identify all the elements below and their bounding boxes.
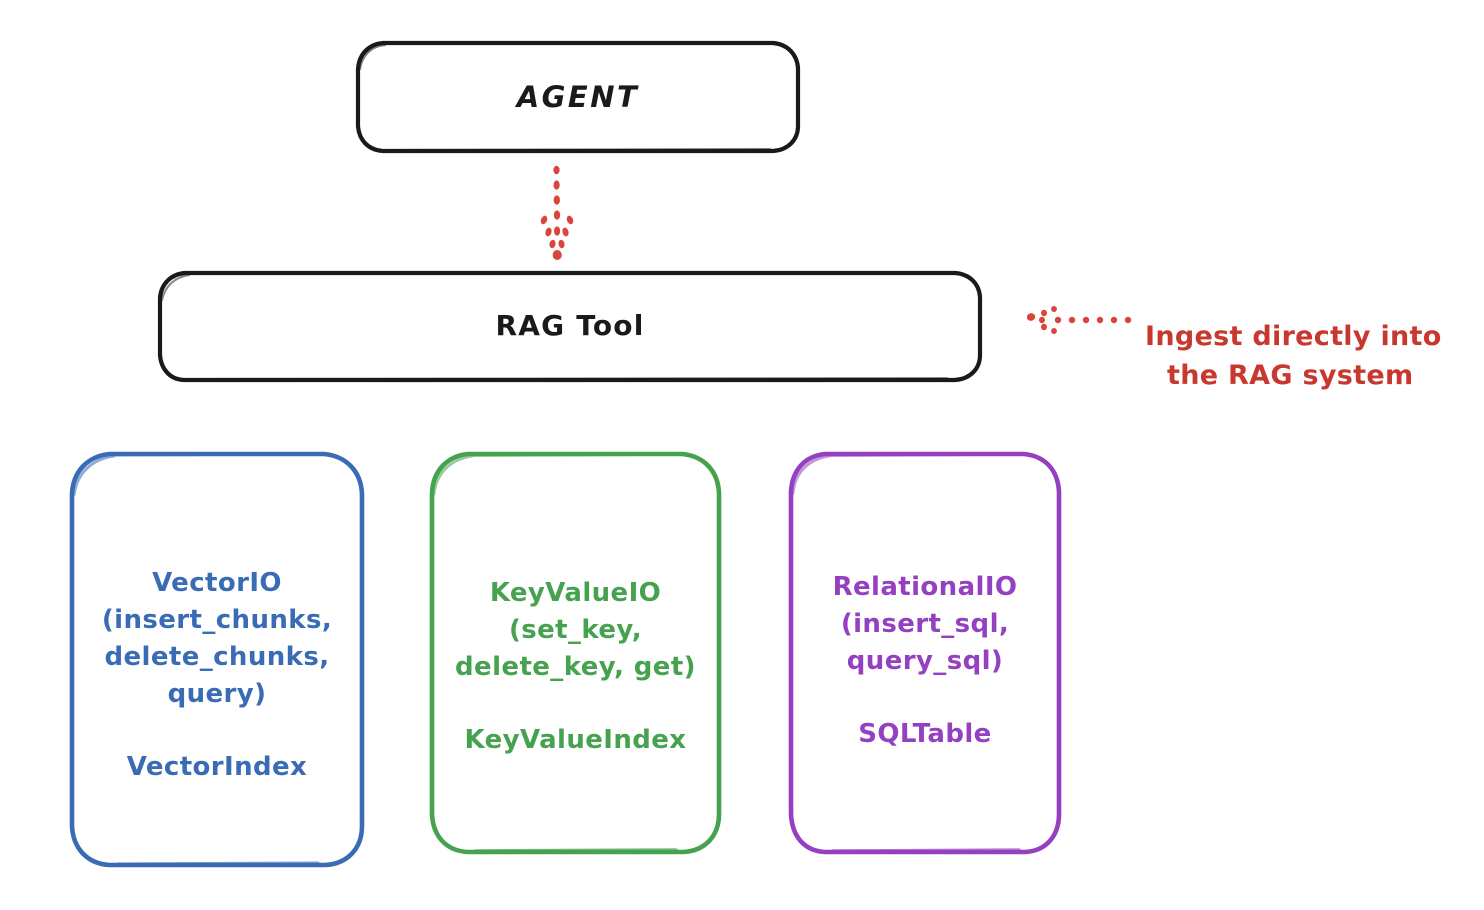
agent-node-outline bbox=[355, 40, 801, 154]
ingest-annotation: Ingest directly into the RAG system bbox=[1145, 280, 1475, 433]
relational-io-label: RelationalIO (insert_sql, query_sql) SQL… bbox=[832, 571, 1018, 750]
ingest-annotation-line-2: the RAG system bbox=[1167, 359, 1414, 391]
agent-node[interactable]: AGENT bbox=[355, 40, 801, 154]
ingest-note-arrow bbox=[1026, 306, 1132, 334]
key-value-io-node[interactable]: KeyValueIO (set_key, delete_key, get) Ke… bbox=[428, 450, 723, 856]
relational-io-node[interactable]: RelationalIO (insert_sql, query_sql) SQL… bbox=[787, 450, 1063, 856]
rag-tool-node[interactable]: RAG Tool bbox=[157, 270, 983, 383]
vector-io-node[interactable]: VectorIO (insert_chunks, delete_chunks, … bbox=[68, 450, 366, 869]
key-value-io-node-outline bbox=[429, 451, 722, 855]
key-value-io-label: KeyValueIO (set_key, delete_key, get) Ke… bbox=[455, 577, 696, 756]
ingest-annotation-line-1: Ingest directly into bbox=[1145, 321, 1442, 353]
vector-io-label: VectorIO (insert_chunks, delete_chunks, … bbox=[101, 567, 333, 783]
vector-io-node-outline bbox=[69, 451, 365, 868]
agent-label: AGENT bbox=[516, 79, 640, 114]
rag-tool-node-outline bbox=[157, 270, 983, 383]
agent-to-rag-tool-arrow bbox=[540, 165, 574, 260]
rag-tool-label: RAG Tool bbox=[495, 309, 645, 343]
relational-io-node-outline bbox=[788, 451, 1062, 855]
